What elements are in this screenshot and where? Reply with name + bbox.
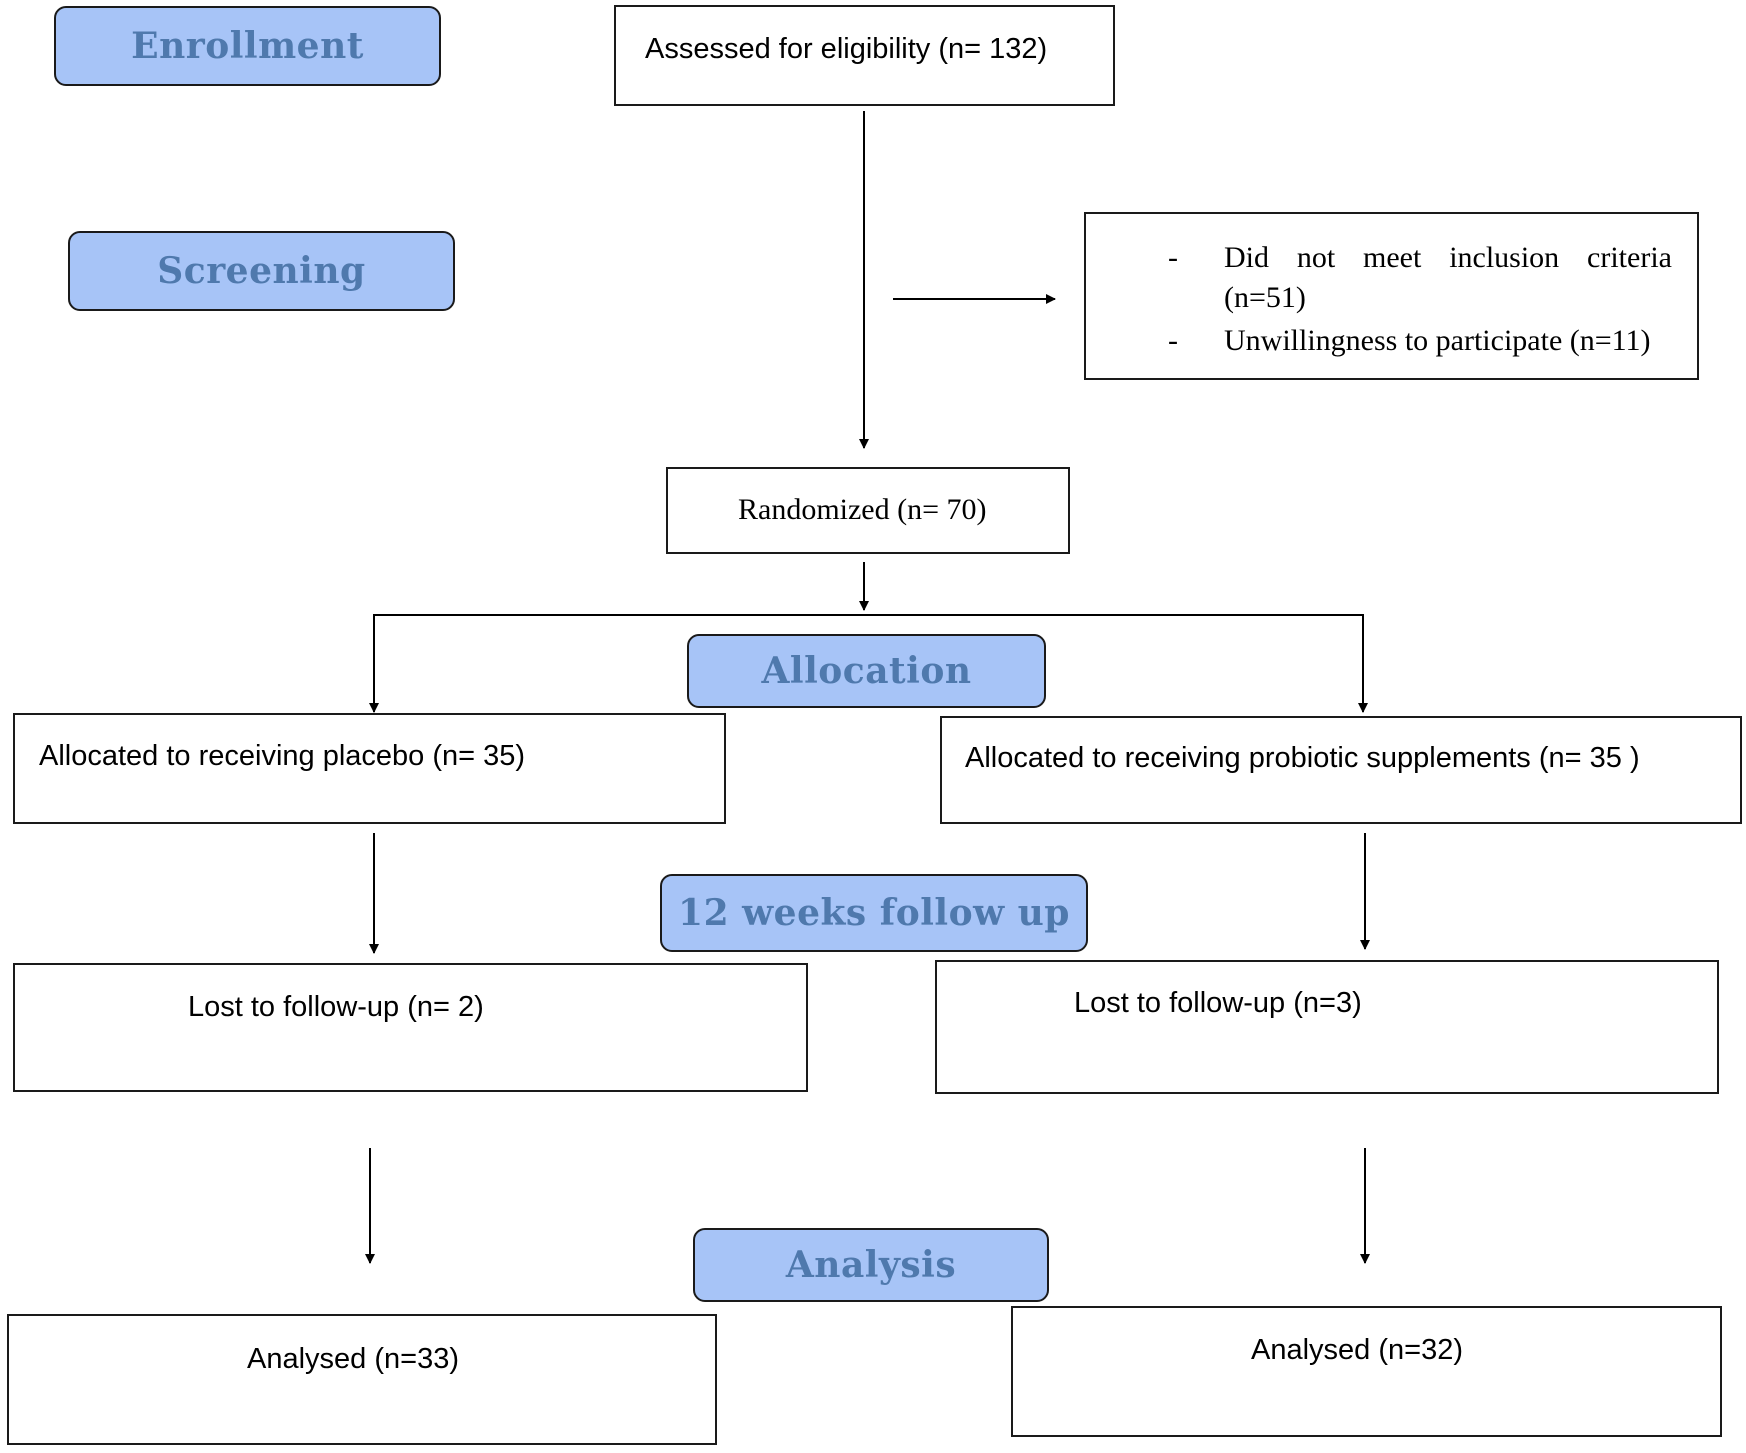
excluded-item-1-line-1: Did not meet inclusion criteria bbox=[1224, 241, 1672, 275]
excluded-word: inclusion bbox=[1449, 241, 1560, 274]
phase-screening: Screening bbox=[68, 231, 455, 311]
randomized-text: Randomized (n= 70) bbox=[738, 493, 987, 526]
box-analysed-placebo: Analysed (n=33) bbox=[7, 1314, 717, 1445]
excluded-word: criteria bbox=[1587, 241, 1672, 274]
box-analysed-probiotic: Analysed (n=32) bbox=[1011, 1306, 1722, 1437]
box-lost-probiotic: Lost to follow-up (n=3) bbox=[935, 960, 1719, 1094]
box-allocated-probiotic: Allocated to receiving probiotic supplem… bbox=[940, 716, 1742, 824]
allocated-probiotic-text: Allocated to receiving probiotic supplem… bbox=[965, 742, 1640, 774]
allocated-placebo-text: Allocated to receiving placebo (n= 35) bbox=[39, 740, 526, 772]
phase-analysis: Analysis bbox=[693, 1228, 1049, 1302]
excluded-bullet-2: - bbox=[1168, 324, 1178, 357]
lost-placebo-text: Lost to follow-up (n= 2) bbox=[188, 991, 484, 1023]
excluded-word: not bbox=[1296, 241, 1336, 274]
excluded-word: meet bbox=[1363, 241, 1422, 274]
box-randomized: Randomized (n= 70) bbox=[666, 467, 1070, 554]
split-line bbox=[373, 614, 1364, 712]
box-allocated-placebo: Allocated to receiving placebo (n= 35) bbox=[13, 713, 726, 824]
lost-probiotic-text: Lost to follow-up (n=3) bbox=[1074, 987, 1362, 1019]
analysed-probiotic-text: Analysed (n=32) bbox=[1251, 1334, 1463, 1366]
assessed-text: Assessed for eligibility (n= 132) bbox=[645, 33, 1048, 65]
box-assessed: Assessed for eligibility (n= 132) bbox=[614, 5, 1115, 106]
box-excluded: - Did not meet inclusion criteria (n=51)… bbox=[1084, 212, 1699, 380]
analysed-placebo-text: Analysed (n=33) bbox=[247, 1343, 459, 1375]
excluded-item-2: Unwillingness to participate (n=11) bbox=[1224, 324, 1651, 357]
box-lost-placebo: Lost to follow-up (n= 2) bbox=[13, 963, 808, 1092]
excluded-word: Did bbox=[1224, 241, 1269, 274]
phase-enrollment: Enrollment bbox=[54, 6, 441, 86]
excluded-item-1-line-2: (n=51) bbox=[1224, 281, 1306, 314]
phase-allocation: Allocation bbox=[687, 634, 1046, 708]
excluded-bullet-1: - bbox=[1168, 241, 1178, 274]
phase-followup: 12 weeks follow up bbox=[660, 874, 1088, 952]
